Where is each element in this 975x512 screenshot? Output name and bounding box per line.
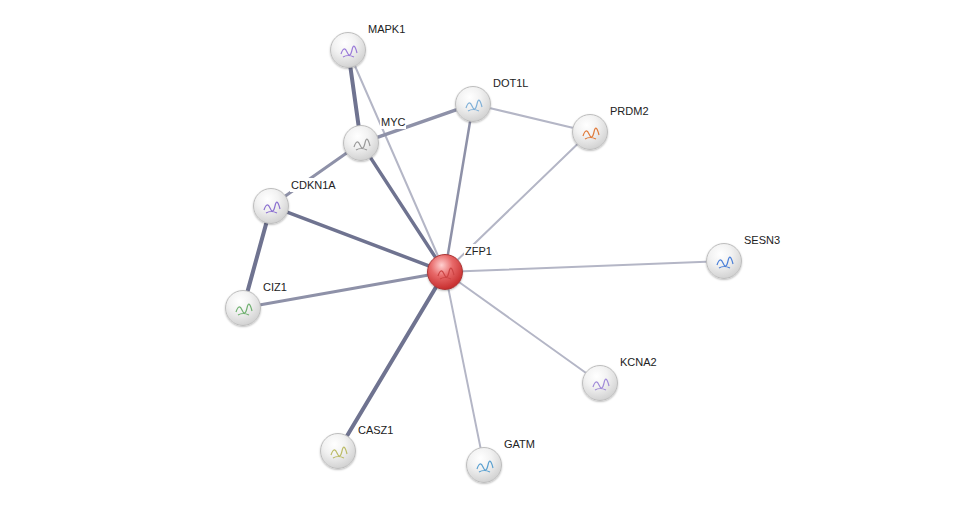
structure-icon (591, 375, 611, 393)
interaction-edge (449, 290, 481, 448)
protein-node: CIZ1 (225, 290, 261, 326)
protein-node: MAPK1 (330, 32, 366, 68)
protein-node: MYC (343, 125, 379, 161)
interaction-edge (458, 145, 577, 260)
interaction-edge (288, 212, 428, 265)
interaction-edge (286, 153, 347, 195)
interaction-edge (261, 275, 428, 305)
structure-icon (715, 253, 735, 271)
protein-node: PRDM2 (572, 114, 608, 150)
interaction-edge (448, 122, 470, 254)
structure-icon (352, 135, 372, 153)
structure-icon (464, 96, 484, 114)
protein-node: SESN3 (706, 243, 742, 279)
interaction-edge (378, 110, 456, 137)
protein-node: GATM (466, 447, 502, 483)
protein-node: CASZ1 (320, 433, 356, 469)
structure-icon (339, 42, 359, 60)
interaction-edge (355, 66, 438, 255)
interaction-edge (460, 282, 586, 372)
protein-node: DOT1L (455, 86, 491, 122)
structure-icon (581, 124, 601, 142)
structure-icon (329, 443, 349, 461)
protein-node: ZFP1 (427, 254, 463, 290)
node-label: DOT1L (492, 76, 529, 90)
protein-node: KCNA2 (582, 365, 618, 401)
interaction-edge (350, 68, 358, 125)
node-label: MYC (380, 115, 406, 129)
structure-icon (475, 457, 495, 475)
structure-icon (234, 300, 254, 318)
node-label: CDKN1A (290, 178, 337, 192)
node-label: CASZ1 (357, 423, 394, 437)
node-label: GATM (503, 437, 536, 451)
node-label: PRDM2 (609, 104, 650, 118)
structure-icon (436, 264, 456, 282)
interaction-edge (491, 108, 573, 128)
node-label: KCNA2 (619, 355, 658, 369)
protein-node: CDKN1A (253, 188, 289, 224)
interaction-edge (371, 158, 435, 257)
node-label: CIZ1 (262, 280, 288, 294)
structure-icon (262, 198, 282, 216)
node-label: ZFP1 (464, 244, 493, 258)
node-label: SESN3 (743, 233, 781, 247)
interaction-edge (347, 287, 436, 435)
node-label: MAPK1 (367, 22, 406, 36)
interaction-edge (463, 262, 706, 272)
